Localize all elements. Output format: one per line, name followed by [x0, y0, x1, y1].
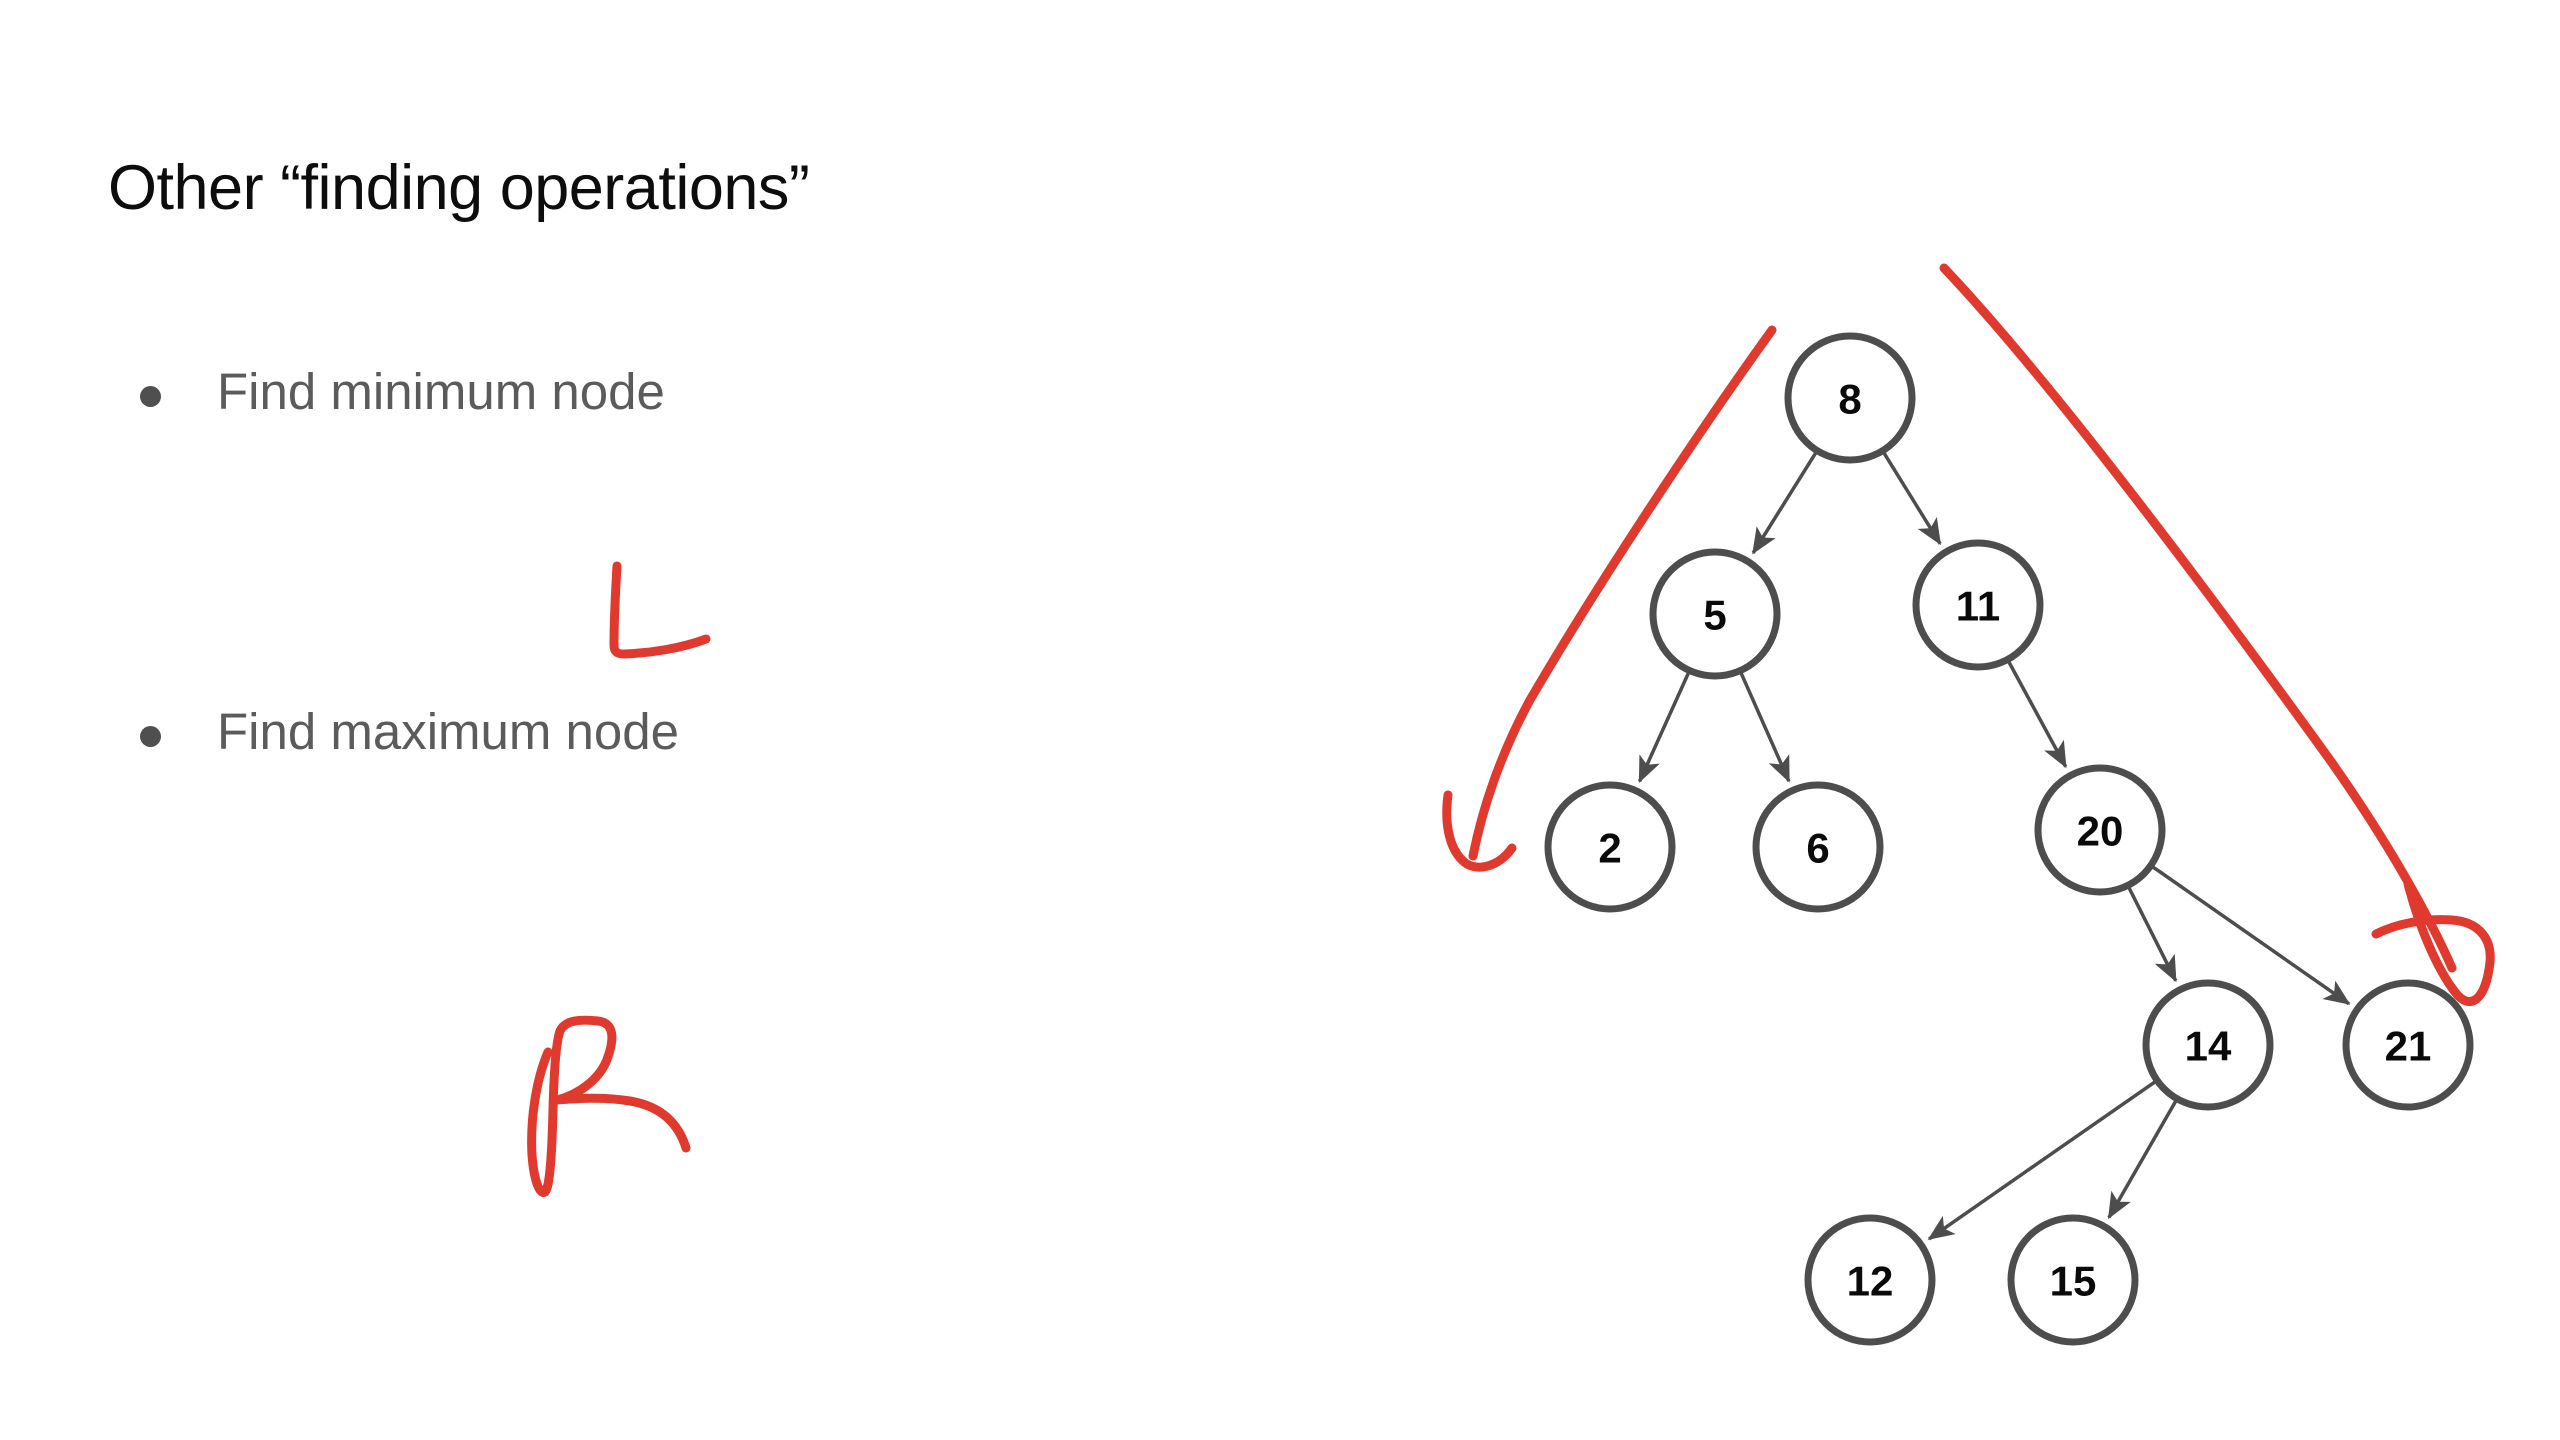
tree-node-5[interactable]: 5 [1649, 548, 1781, 680]
tree-node-11[interactable]: 11 [1912, 539, 2044, 671]
tree-node-label: 15 [2050, 1258, 2097, 1305]
tree-node-8[interactable]: 8 [1784, 332, 1916, 464]
tree-edge-11-to-20 [2006, 660, 2068, 769]
list-item: Find maximum node [140, 700, 1240, 764]
tree-edge-5-to-2 [1637, 671, 1691, 783]
tree-node-label: 21 [2385, 1023, 2432, 1070]
list-item: Find minimum node [140, 360, 1240, 424]
tree-edge-8-to-5 [1751, 451, 1818, 555]
tree-node-circle [2007, 1214, 2139, 1346]
tree-node-circle [1912, 539, 2044, 671]
page-title: Other “finding operations” [108, 153, 810, 223]
tree-node-15[interactable]: 15 [2007, 1214, 2139, 1346]
bullet-list: Find minimum node Find maximum node [140, 360, 1240, 1040]
tree-node-circle [1804, 1214, 1936, 1346]
bullet-dot-icon [140, 725, 161, 747]
tree-node-20[interactable]: 20 [2034, 764, 2166, 896]
bullet-label-find-minimum: Find minimum node [217, 363, 665, 420]
tree-node-21[interactable]: 21 [2342, 979, 2474, 1111]
tree-edge-20-to-14 [2127, 886, 2178, 983]
tree-edge-14-to-15 [2107, 1099, 2178, 1220]
tree-node-label: 11 [1956, 583, 2000, 630]
tree-node-circle [1752, 781, 1884, 913]
tree-node-label: 20 [2077, 808, 2124, 855]
tree-node-circle [2342, 979, 2474, 1111]
tree-node-label: 6 [1806, 825, 1829, 872]
tree-node-12[interactable]: 12 [1804, 1214, 1936, 1346]
tree-node-circle [1649, 548, 1781, 680]
tree-node-2[interactable]: 2 [1544, 781, 1676, 913]
tree-node-label: 8 [1838, 376, 1861, 423]
tree-node-6[interactable]: 6 [1752, 781, 1884, 913]
tree-node-label: 2 [1598, 825, 1621, 872]
tree-node-circle [2034, 764, 2166, 896]
tree-node-circle [1544, 781, 1676, 913]
tree-node-circle [2142, 979, 2274, 1111]
tree-node-14[interactable]: 14 [2142, 979, 2274, 1111]
tree-edges [1637, 451, 2351, 1241]
tree-edge-8-to-11 [1882, 451, 1942, 546]
handwritten-R-annotation [527, 1015, 691, 1197]
tree-edge-14-to-12 [1927, 1080, 2157, 1241]
tree-edge-5-to-6 [1739, 671, 1791, 783]
tree-node-label: 12 [1847, 1258, 1894, 1305]
tree-edge-20-to-21 [2151, 865, 2351, 1006]
tree-node-circle [1784, 332, 1916, 464]
bullet-label-find-maximum: Find maximum node [217, 702, 680, 760]
bullet-dot-icon [140, 386, 161, 407]
tree-node-label: 5 [1703, 592, 1726, 639]
tree-node-label: 14 [2185, 1023, 2232, 1070]
